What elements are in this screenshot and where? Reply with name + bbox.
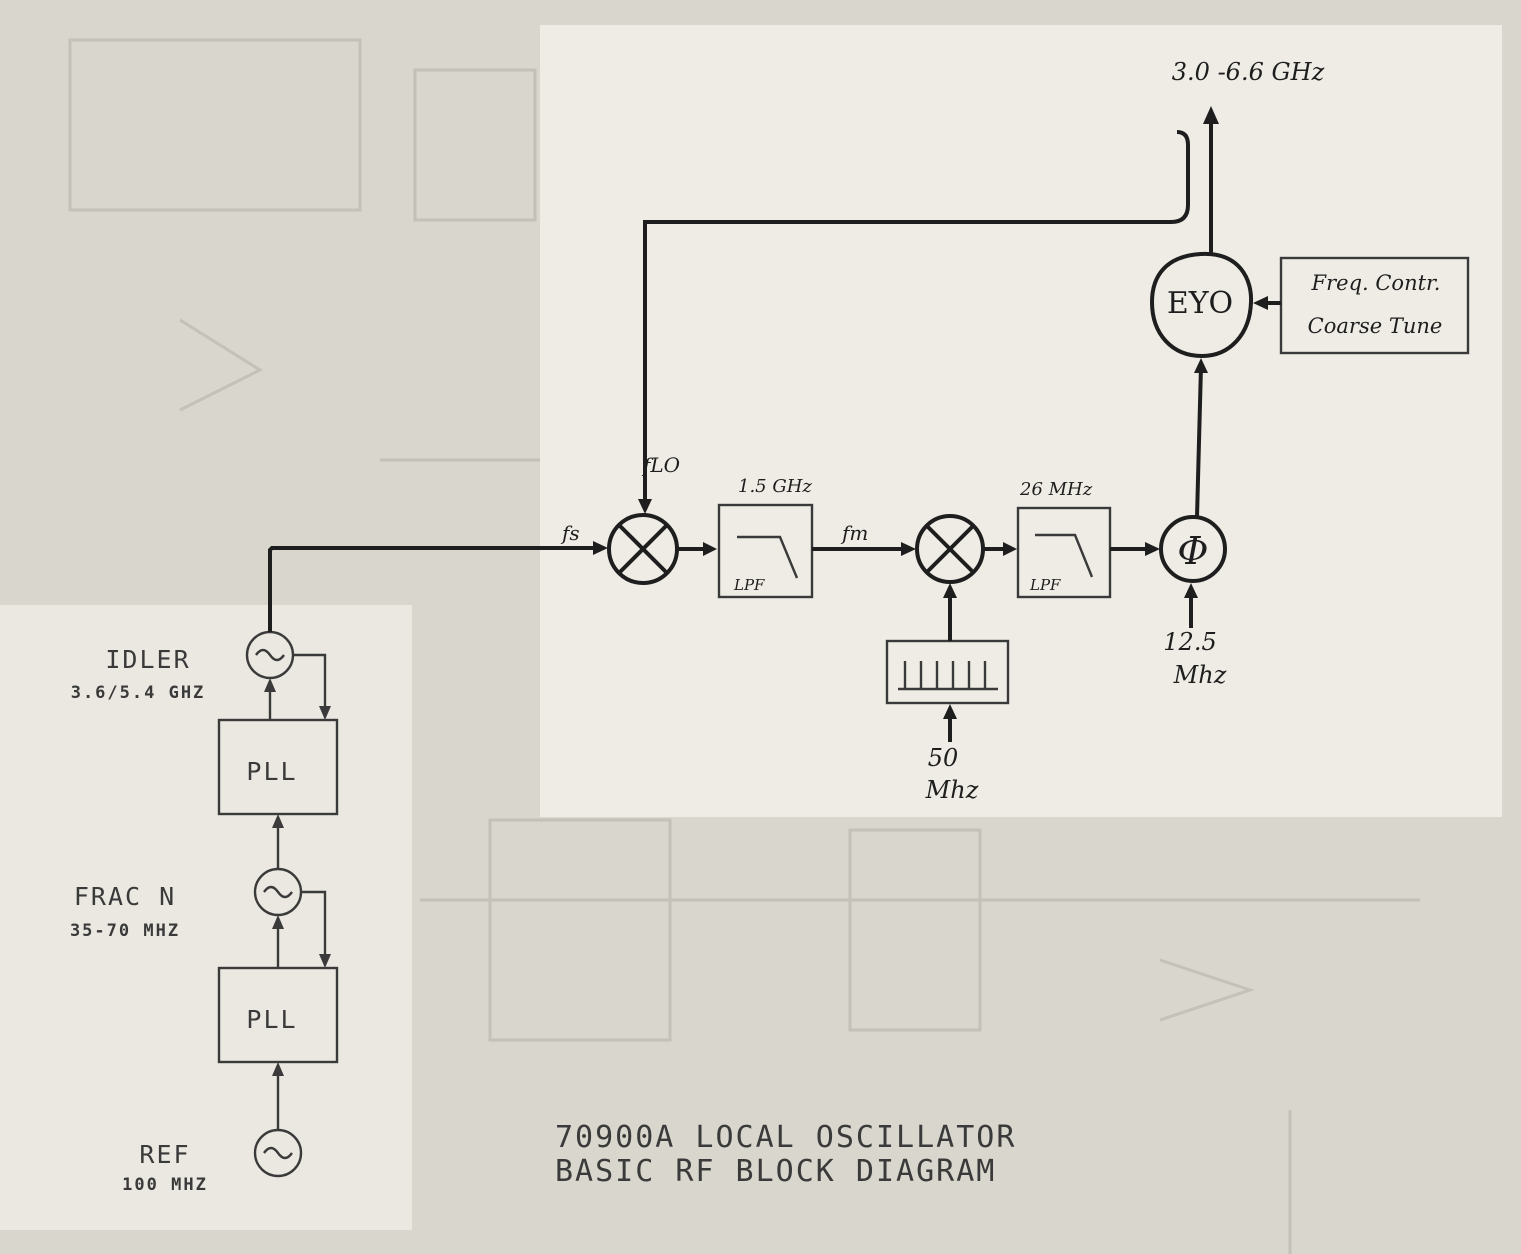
freq-control-line2: Coarse Tune	[1308, 314, 1443, 338]
flo-feedback-line	[643, 130, 1190, 510]
phase-detector-symbol: Φ	[1177, 529, 1208, 573]
mixer-2-icon	[915, 514, 985, 584]
flo-label: fLO	[641, 453, 680, 477]
freq-control-line1: Freq. Contr.	[1311, 271, 1441, 295]
lpf-1-label: LPF	[733, 576, 765, 594]
freq-control-box	[1279, 256, 1470, 355]
idler-frequency: 3.6/5.4 GHZ	[71, 683, 206, 703]
lpf-2-box	[1016, 506, 1112, 599]
comb-generator-icon	[898, 661, 998, 691]
lpf-1-response-icon	[737, 535, 799, 579]
phase-ref-unit: Mhz	[1173, 661, 1227, 689]
phase-detector-icon	[1159, 515, 1227, 583]
lpf-2-label: LPF	[1029, 576, 1061, 594]
reference-chain: IDLER 3.6/5.4 GHZ PLL FRAC N 35-70 MHZ P…	[70, 630, 339, 1195]
comb-ref-unit: Mhz	[925, 776, 979, 804]
comb-ref-value: 50	[928, 744, 959, 772]
ref-frequency: 100 MHZ	[122, 1175, 208, 1195]
phase-ref-value: 12.5	[1163, 628, 1216, 656]
right-paper-sheet	[540, 25, 1502, 817]
fm-label: fm	[840, 521, 868, 545]
rf-chain: fs fLO LPF 1.5 GHz fm	[268, 58, 1470, 804]
eyo-label: EYO	[1167, 286, 1233, 321]
diagram-title-line1: 70900A LOCAL OSCILLATOR	[555, 1120, 1016, 1155]
ref-label: REF	[139, 1140, 190, 1169]
output-frequency: 3.0 -6.6 GHz	[1172, 58, 1325, 86]
left-paper-sheet	[0, 605, 412, 1230]
pll-lower-label: PLL	[246, 1005, 297, 1034]
idler-label: IDLER	[105, 645, 190, 674]
bleed-through-lines	[68, 38, 1420, 1254]
frac-n-frequency: 35-70 MHZ	[70, 921, 180, 941]
pll-upper-label: PLL	[246, 757, 297, 786]
lpf-2-frequency: 26 MHz	[1019, 479, 1093, 500]
eyo-oscillator-icon	[1149, 251, 1254, 359]
fs-label: fs	[560, 521, 580, 545]
frac-n-label: FRAC N	[74, 882, 176, 911]
diagram-title-line2: BASIC RF BLOCK DIAGRAM	[555, 1154, 996, 1189]
lpf-1-frequency: 1.5 GHz	[738, 476, 812, 497]
comb-generator-box	[885, 639, 1010, 705]
fs-signal-line	[268, 546, 604, 632]
lpf-2-response-icon	[1035, 533, 1094, 578]
